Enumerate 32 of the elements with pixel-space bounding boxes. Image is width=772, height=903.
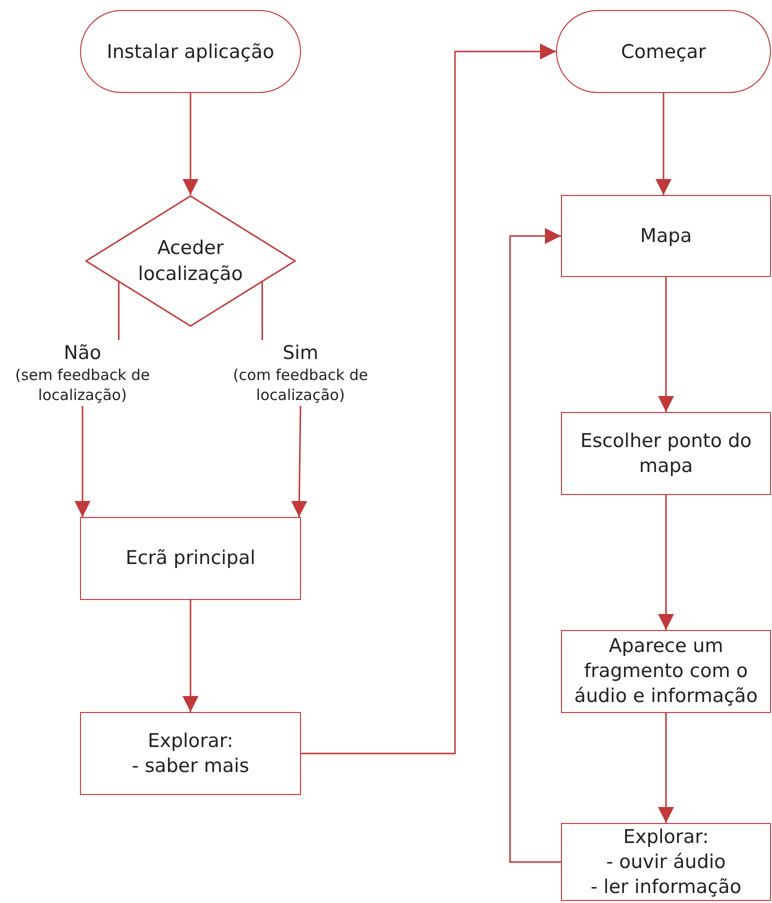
process-box [561, 630, 771, 713]
branch-note: (sem feedback de localização) [14, 365, 151, 405]
arrow [658, 277, 674, 412]
arrow [656, 93, 672, 195]
arrow [291, 406, 308, 518]
node-text: Explorar: [623, 824, 709, 850]
process-box [561, 195, 771, 277]
process-box [80, 712, 301, 795]
branch-label: Sim [282, 341, 318, 365]
node-text: - ouvir áudio [606, 850, 726, 874]
node-text: Escolher ponto do mapa [579, 428, 753, 478]
branch-note: (com feedback de localização) [232, 365, 370, 405]
process-box [561, 412, 771, 495]
arrow [509, 228, 561, 863]
node-text: Instalar aplicação [106, 40, 274, 64]
arrow [301, 44, 556, 754]
branch-label: Não [64, 341, 102, 365]
arrow [74, 406, 90, 517]
node-text: Começar [621, 40, 706, 64]
node-text: - saber mais [132, 754, 250, 778]
node-text: Ecrã principal [126, 546, 256, 571]
arrow [658, 713, 674, 823]
node-text: Explorar: [148, 728, 234, 754]
process-box [561, 823, 771, 901]
arrow [182, 600, 198, 712]
node-text: Aceder localização [137, 236, 244, 287]
node-text: - ler informação [590, 874, 742, 900]
arrow [658, 495, 674, 630]
node-text: Aparece um fragmento com o áudio e informação [573, 634, 759, 709]
arrow [182, 93, 198, 195]
node-text: Mapa [640, 224, 692, 248]
process-box [80, 517, 301, 600]
